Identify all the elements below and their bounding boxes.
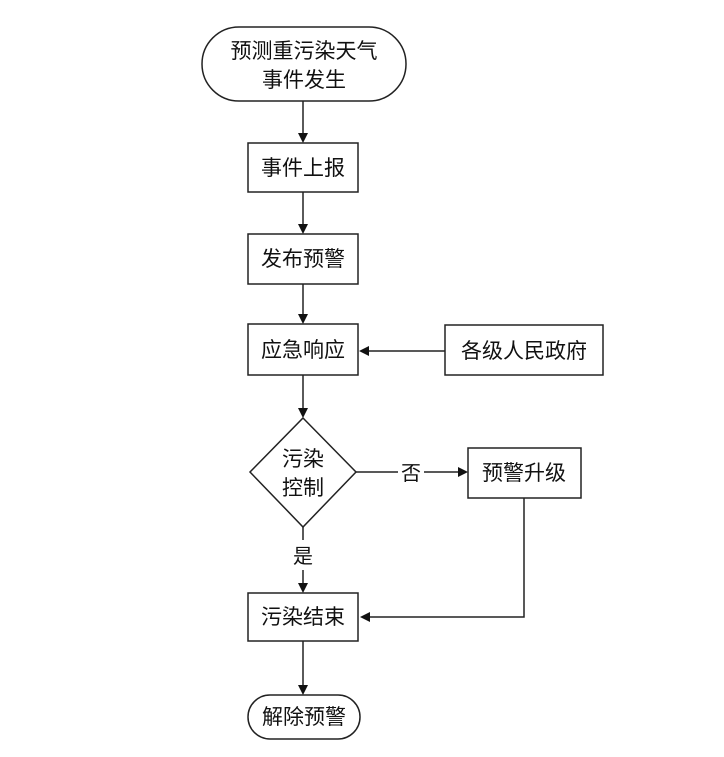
arrowhead-end-pollution xyxy=(298,583,308,593)
node-response: 应急响应 xyxy=(247,323,359,376)
arrowhead-report xyxy=(298,133,308,143)
edge-upgrade-to-end xyxy=(370,498,525,618)
node-government: 各级人民政府 xyxy=(444,324,604,376)
decision-label-line1: 污染 xyxy=(282,447,324,471)
start-label-line1: 预测重污染天气 xyxy=(231,39,378,63)
node-lift: 解除预警 xyxy=(247,694,361,740)
upgrade-box xyxy=(467,447,582,499)
start-label-line2: 事件发生 xyxy=(262,68,346,92)
node-report: 事件上报 xyxy=(247,142,359,193)
arrowhead-upgrade xyxy=(458,467,468,477)
edges xyxy=(298,101,525,695)
start-terminator-shape xyxy=(201,26,407,102)
government-label: 各级人民政府 xyxy=(461,339,587,363)
node-end-pollution: 污染结束 xyxy=(247,592,359,642)
report-label: 事件上报 xyxy=(261,156,345,180)
node-warning: 发布预警 xyxy=(247,233,359,285)
warning-label: 发布预警 xyxy=(261,247,345,271)
edge-label-yes: 是 xyxy=(293,544,313,568)
arrowhead-decision xyxy=(298,408,308,418)
arrowhead-response xyxy=(298,314,308,324)
warning-box xyxy=(247,233,359,285)
node-start: 预测重污染天气 事件发生 xyxy=(201,26,407,102)
government-box xyxy=(444,324,604,376)
lift-terminator-shape xyxy=(247,694,361,740)
response-label: 应急响应 xyxy=(261,338,345,362)
upgrade-label: 预警升级 xyxy=(482,461,566,485)
end-pollution-box xyxy=(247,592,359,642)
decision-label-line2: 控制 xyxy=(282,476,324,500)
arrowhead-end-pollution-left xyxy=(360,612,370,622)
node-decision: 污染 控制 xyxy=(248,416,358,529)
report-box xyxy=(247,142,359,193)
edge-label-no: 否 xyxy=(401,461,421,485)
lift-label: 解除预警 xyxy=(262,705,346,729)
response-box xyxy=(247,323,359,376)
arrowhead-response-left xyxy=(359,346,369,356)
arrowhead-lift xyxy=(298,685,308,695)
arrowhead-warning xyxy=(298,224,308,234)
node-upgrade: 预警升级 xyxy=(467,447,582,499)
decision-diamond xyxy=(248,416,358,529)
end-pollution-label: 污染结束 xyxy=(261,605,345,629)
